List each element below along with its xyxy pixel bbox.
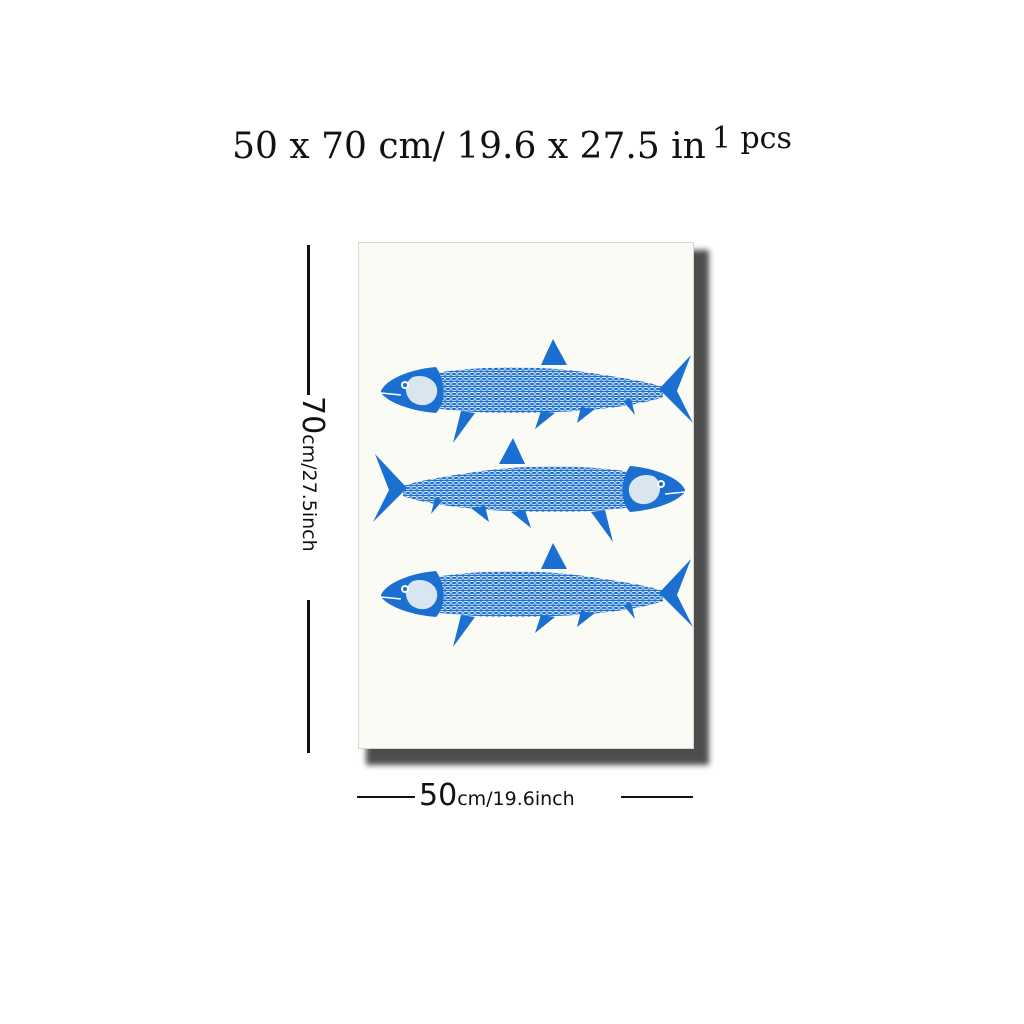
width-line-right: [621, 796, 693, 798]
canvas-print: [358, 242, 694, 749]
width-line-left: [357, 796, 415, 798]
width-label: 50cm/19.6inch: [419, 778, 575, 813]
width-unit: cm/19.6inch: [457, 788, 575, 810]
height-line-top: [307, 245, 310, 395]
height-value: 70: [295, 396, 330, 435]
size-text: 50 x 70 cm/ 19.6 x 27.5 in: [232, 126, 706, 167]
fish-artwork: [372, 338, 694, 648]
fish-bottom: [380, 542, 694, 648]
height-unit: cm/27.5inch: [298, 434, 320, 552]
fish-middle: [372, 437, 686, 543]
fish-top: [380, 338, 694, 444]
height-dimension: 70cm/27.5inch: [280, 245, 340, 753]
width-dimension: 50cm/19.6inch: [357, 776, 693, 816]
height-line-bottom: [307, 600, 310, 753]
quantity-text: 1 pcs: [711, 121, 792, 156]
width-value: 50: [419, 778, 458, 813]
height-label: 70cm/27.5inch: [295, 396, 330, 552]
